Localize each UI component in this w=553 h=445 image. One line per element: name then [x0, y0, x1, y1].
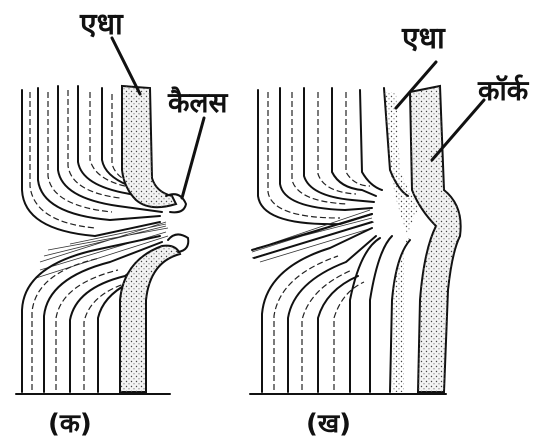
panel-a-label-1: एधा [79, 7, 124, 42]
panel-b-drawing [250, 62, 484, 394]
panel-b-label-1: एधा [401, 21, 446, 56]
panel-b-label-2: कॉर्क [477, 74, 530, 107]
panel-b-caption: (ख) [306, 409, 351, 439]
panel-a-caption: (क) [48, 409, 92, 439]
panel-a-label-2-pointer [182, 118, 204, 198]
panel-a-label-2: कैलस [167, 86, 228, 119]
